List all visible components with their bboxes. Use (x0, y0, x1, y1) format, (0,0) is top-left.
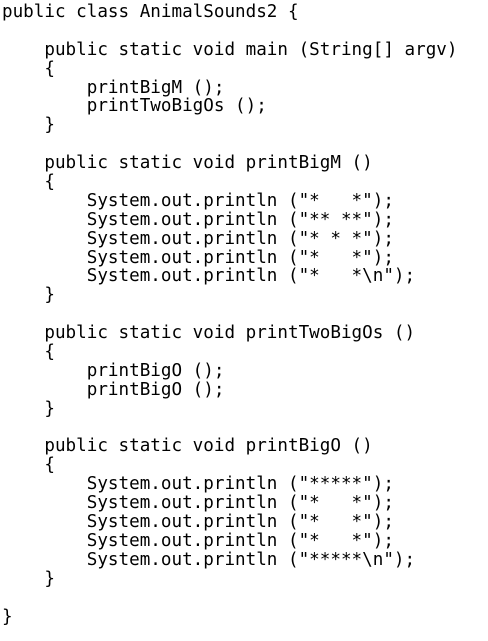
code-line-3: public static void main (String[] argv) (2, 39, 458, 60)
code-line-5: printBigM (); (2, 77, 225, 98)
code-line-2 (2, 22, 457, 41)
code-line-32 (2, 589, 457, 608)
code-line-16: } (2, 285, 55, 306)
code-line-10: { (2, 172, 55, 193)
code-listing: public class AnimalSounds2 { public stat… (2, 3, 457, 626)
code-line-19: { (2, 342, 55, 363)
code-line-8 (2, 135, 457, 154)
code-line-26: System.out.println ("*****"); (2, 474, 394, 495)
code-line-6: printTwoBigOs (); (2, 96, 267, 117)
code-line-7: } (2, 115, 55, 136)
code-line-12: System.out.println ("** **"); (2, 209, 394, 230)
code-line-4: { (2, 58, 55, 79)
code-line-25: { (2, 455, 55, 476)
code-line-21: printBigO (); (2, 379, 225, 400)
code-line-17 (2, 305, 457, 324)
code-line-18: public static void printTwoBigOs () (2, 323, 416, 344)
code-line-33: } (2, 606, 13, 627)
code-line-15: System.out.println ("* *\n"); (2, 266, 416, 287)
code-line-9: public static void printBigM () (2, 153, 373, 174)
code-line-31: } (2, 568, 55, 589)
code-line-28: System.out.println ("* *"); (2, 512, 394, 533)
code-line-13: System.out.println ("* * *"); (2, 228, 394, 249)
code-line-23 (2, 419, 457, 438)
code-line-24: public static void printBigO () (2, 436, 373, 457)
code-line-11: System.out.println ("* *"); (2, 190, 394, 211)
code-line-14: System.out.println ("* *"); (2, 247, 394, 268)
code-line-29: System.out.println ("* *"); (2, 530, 394, 551)
code-line-30: System.out.println ("*****\n"); (2, 549, 416, 570)
code-line-1: public class AnimalSounds2 { (2, 2, 299, 22)
code-line-22: } (2, 398, 55, 419)
code-line-27: System.out.println ("* *"); (2, 493, 394, 514)
code-line-20: printBigO (); (2, 360, 225, 381)
